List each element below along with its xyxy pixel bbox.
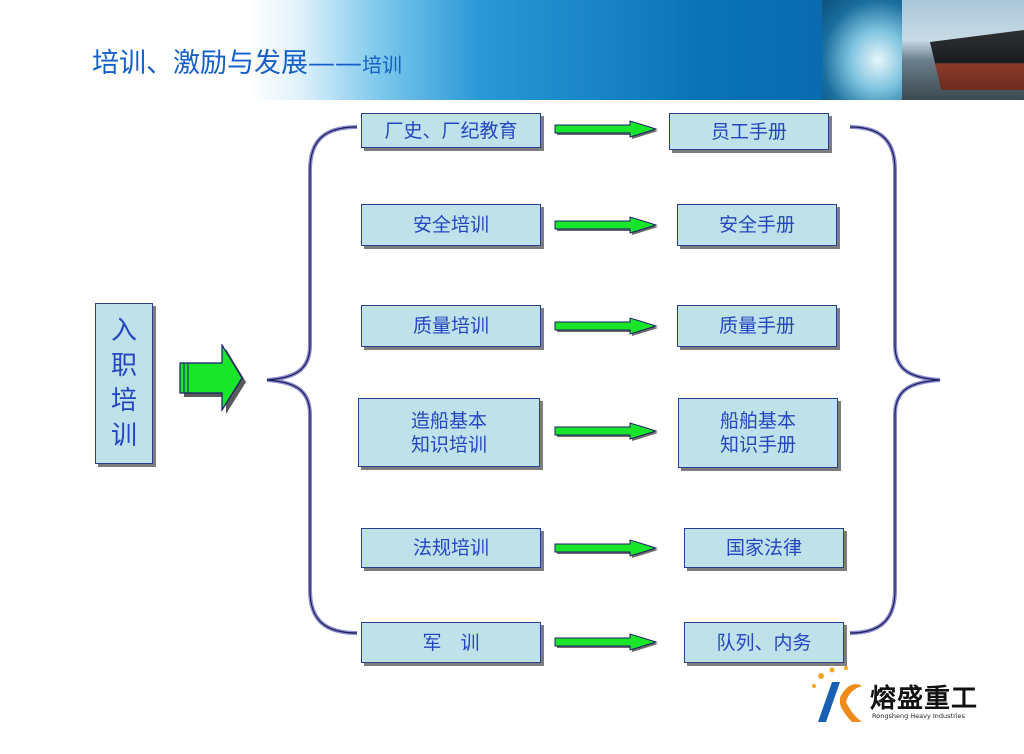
training-label: 法规培训 [412, 537, 489, 559]
material-label: 员工手册 [710, 120, 787, 143]
row-arrow [554, 422, 658, 441]
training-label: 厂史、厂纪教育 [384, 119, 518, 142]
row-arrow [554, 317, 658, 336]
training-box-shipbuilding: 造船基本 知识培训 [358, 398, 540, 467]
char-2: 职 [110, 350, 137, 381]
char-1: 入 [110, 315, 137, 346]
material-label: 国家法律 [725, 537, 802, 559]
training-box-military: 军 训 [361, 622, 541, 663]
training-box-quality: 质量培训 [361, 305, 541, 347]
row-arrow [554, 633, 658, 652]
training-box-regulations: 法规培训 [361, 528, 541, 568]
material-label-line-1: 船舶基本 [719, 410, 796, 432]
material-label: 质量手册 [718, 315, 795, 337]
material-label: 队列、内务 [716, 631, 812, 654]
title-main: 培训、激励与发展—— [92, 48, 362, 79]
left-brace [266, 125, 358, 635]
row-arrow [554, 216, 658, 235]
material-box-employee-handbook: 员工手册 [669, 113, 829, 150]
company-english-name: Rongsheng Heavy Industries [872, 712, 965, 720]
material-box-safety-manual: 安全手册 [677, 204, 837, 246]
training-label: 军 训 [422, 631, 480, 654]
training-box-safety: 安全培训 [361, 204, 541, 246]
page-title: 培训、激励与发展——培训 [92, 48, 402, 81]
training-label-line-2: 知识培训 [410, 433, 487, 456]
char-3: 培 [110, 385, 137, 416]
main-arrow [179, 344, 246, 414]
title-sub: 培训 [362, 53, 402, 77]
row-arrow [554, 539, 658, 558]
training-label: 质量培训 [412, 315, 489, 337]
material-box-drill: 队列、内务 [684, 622, 844, 663]
wave-image [822, 0, 902, 100]
material-label-line-2: 知识手册 [719, 434, 796, 456]
ship-hull-image [930, 30, 1024, 90]
training-box-history: 厂史、厂纪教育 [361, 113, 541, 148]
right-brace [849, 125, 941, 635]
row-arrow [554, 120, 658, 139]
material-box-quality-manual: 质量手册 [677, 305, 837, 347]
material-box-ship-manual: 船舶基本 知识手册 [678, 398, 838, 468]
company-name: 熔盛重工 [870, 684, 979, 714]
material-label: 安全手册 [718, 214, 795, 236]
training-label: 安全培训 [412, 214, 489, 236]
onboarding-training-box: 入 职 培 训 [95, 303, 153, 464]
char-4: 训 [110, 420, 137, 451]
header-banner [0, 0, 1024, 100]
training-label-line-1: 造船基本 [410, 409, 487, 432]
company-logo-icon [812, 666, 862, 722]
material-box-national-law: 国家法律 [684, 528, 844, 568]
